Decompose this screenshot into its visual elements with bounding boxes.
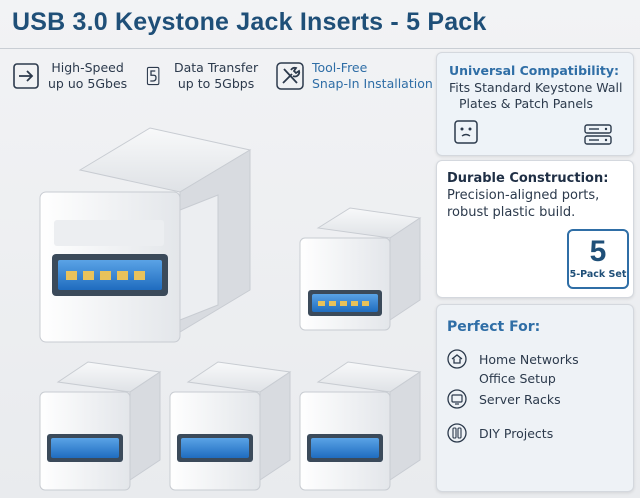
use-item-home-networks: Home Networks xyxy=(447,349,579,369)
use-item-server-racks: Server Racks xyxy=(447,389,561,409)
durable-heading: Durable Construction: xyxy=(447,171,609,186)
server-icon xyxy=(447,389,467,409)
diy-tools-icon xyxy=(447,423,467,443)
home-icon xyxy=(447,349,467,369)
keystone-jacks-illustration xyxy=(39,127,422,491)
pack-number: 5 xyxy=(589,235,607,268)
feature-data-transfer-text: Data Transfer up to 5Gbps xyxy=(174,60,259,91)
use-item-diy-projects: DIY Projects xyxy=(447,423,553,443)
compatibility-text: Fits Standard Keystone Wall Plates & Pat… xyxy=(449,80,623,111)
wall-plate-icon xyxy=(454,120,478,144)
durable-panel: Durable Construction: Precision-aligned … xyxy=(436,160,634,298)
feature-data-transfer: Data Transfer up to 5Gbps xyxy=(146,60,258,92)
arrow-right-icon xyxy=(13,63,39,89)
feature-tool-free: Tool-Free Snap-In Installation xyxy=(276,60,433,92)
feature-high-speed: High-Speed up uo 5Gbes xyxy=(12,60,127,92)
small-keystone-jack-2 xyxy=(169,361,292,491)
five-pack-badge: 5 5-Pack Set xyxy=(567,229,629,289)
uses-panel: Perfect For: Home Networks Office Setup … xyxy=(436,304,634,492)
title-divider xyxy=(0,48,640,49)
large-keystone-jack xyxy=(39,127,252,343)
pack-label: 5-Pack Set xyxy=(569,269,627,280)
five-icon xyxy=(146,66,160,86)
uses-heading: Perfect For: xyxy=(447,319,541,335)
compatibility-heading: Universal Compatibility: xyxy=(449,63,619,78)
tools-icon xyxy=(276,62,304,90)
feature-high-speed-text: High-Speed up uo 5Gbes xyxy=(48,60,128,91)
small-keystone-jack-3 xyxy=(299,361,422,491)
durable-text: Precision-aligned ports, robust plastic … xyxy=(447,188,600,220)
page-title: USB 3.0 Keystone Jack Inserts - 5 Pack xyxy=(12,8,487,36)
small-keystone-jack-1 xyxy=(39,361,162,491)
compatibility-panel: Universal Compatibility: Fits Standard K… xyxy=(436,52,634,156)
patch-panel-icon xyxy=(584,124,612,145)
medium-keystone-jack xyxy=(299,207,422,331)
use-item-office-setup: Office Setup xyxy=(479,371,556,386)
feature-tool-free-text: Tool-Free Snap-In Installation xyxy=(312,60,433,91)
